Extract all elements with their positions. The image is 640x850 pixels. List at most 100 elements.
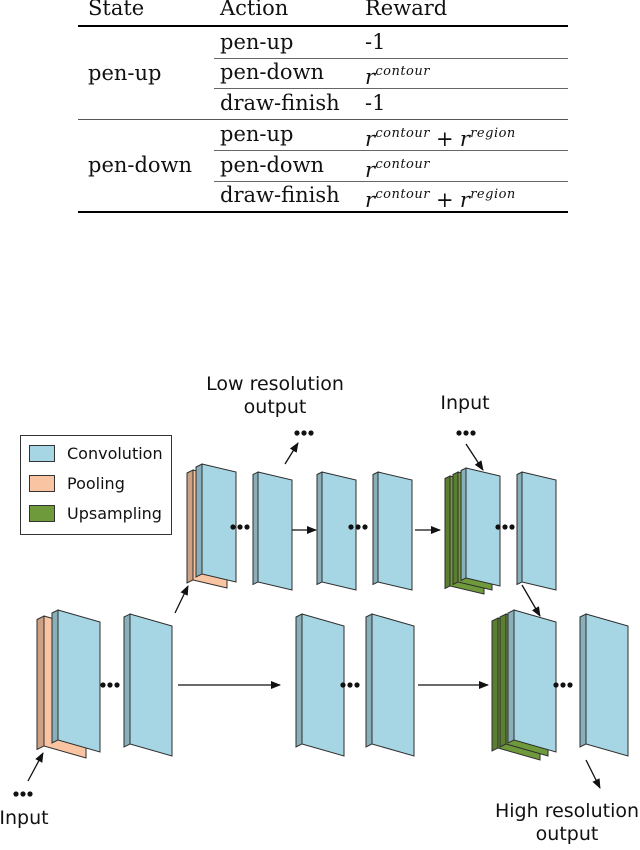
convolution-layer-side — [460, 467, 467, 582]
ellipsis-dot — [347, 682, 353, 688]
pooling-layer-side — [186, 469, 194, 584]
ellipsis-dot — [340, 682, 346, 688]
ellipsis-dot — [354, 682, 360, 688]
legend-label: Convolution — [67, 443, 163, 463]
bottom-rule — [78, 211, 568, 213]
ellipsis-dot — [560, 682, 566, 688]
convolution-layer-side — [123, 613, 131, 748]
convolution-layer — [371, 613, 415, 757]
upsampling-layer-side — [499, 613, 507, 748]
convolution-layer — [521, 471, 557, 591]
convolution-layer — [201, 463, 237, 583]
input-arrow — [465, 443, 484, 471]
convolution-swatch — [29, 444, 55, 462]
legend-label: Pooling — [67, 473, 125, 493]
ellipsis-dot — [27, 791, 33, 797]
low-res-output-label: Low resolution output — [206, 373, 344, 418]
convolution-layer — [585, 613, 629, 757]
upsampling-layer-side — [491, 617, 499, 752]
network-diagram: Low resolution output Input Input High r… — [0, 360, 640, 850]
ellipsis-dot — [553, 682, 559, 688]
header-reward: Reward — [365, 0, 448, 20]
pooling-layer-side — [36, 615, 45, 751]
ellipsis-dot — [567, 682, 573, 688]
ellipsis-dot — [244, 524, 250, 530]
convolution-layer — [129, 613, 173, 757]
ellipsis-dot — [294, 430, 300, 436]
legend: Convolution Pooling Upsampling — [20, 435, 172, 535]
skip-arrow — [174, 585, 189, 614]
header-state: State — [88, 0, 145, 20]
upsampling-swatch — [29, 504, 55, 522]
ellipsis-dot — [230, 524, 236, 530]
input-arrow — [27, 752, 44, 782]
action-cell: pen-down — [220, 60, 325, 84]
action-cell: pen-up — [220, 122, 294, 146]
high-res-output-label: High resolution output — [494, 800, 640, 845]
convolution-layer-side — [252, 471, 259, 586]
upsampling-layer-side — [444, 475, 451, 590]
convolution-layer-side — [316, 471, 323, 586]
legend-item-convolution: Convolution — [29, 443, 163, 463]
convolution-layer-side — [295, 613, 303, 748]
ellipsis-dot — [13, 791, 19, 797]
ellipsis-dot — [348, 524, 354, 530]
convolution-layer — [321, 471, 357, 591]
convolution-layer — [377, 471, 413, 591]
ellipsis-dot — [237, 524, 243, 530]
convolution-layer — [513, 609, 557, 753]
network-diagram-svg — [13, 430, 629, 797]
output-arrow — [284, 442, 299, 465]
convolution-layer — [301, 613, 345, 757]
legend-item-pooling: Pooling — [29, 473, 125, 493]
ellipsis-dot — [362, 524, 368, 530]
ellipsis-dot — [495, 524, 501, 530]
ellipsis-dot — [463, 430, 469, 436]
top-input-label: Input — [440, 392, 490, 414]
reward-cell: rcontour — [365, 157, 430, 182]
ellipsis-dot — [114, 682, 120, 688]
reward-cell: rcontour+rregion — [365, 126, 516, 151]
bottom-input-label: Input — [0, 807, 49, 829]
reward-cell: -1 — [365, 30, 386, 54]
ellipsis-dot — [308, 430, 314, 436]
header-action: Action — [220, 0, 289, 20]
group-rule — [78, 119, 568, 121]
ellipsis-dot — [20, 791, 26, 797]
upsampling-layer-side — [452, 471, 459, 586]
legend-item-upsampling: Upsampling — [29, 503, 162, 523]
convolution-layer-side — [372, 471, 379, 586]
convolution-layer — [257, 471, 293, 591]
ellipsis-dot — [502, 524, 508, 530]
pooling-swatch — [29, 474, 55, 492]
ellipsis-dot — [509, 524, 515, 530]
action-cell: pen-up — [220, 30, 294, 54]
action-cell: pen-down — [220, 153, 325, 177]
reward-cell: -1 — [365, 91, 386, 115]
header-rule — [78, 25, 568, 27]
reward-cell: rcontour — [365, 64, 430, 89]
reward-table: State Action Reward pen-up pen-up -1 pen… — [0, 0, 640, 215]
row-rule — [214, 88, 568, 89]
ellipsis-dot — [355, 524, 361, 530]
convolution-layer-side — [195, 463, 203, 578]
ellipsis-dot — [107, 682, 113, 688]
ellipsis-dot — [470, 430, 476, 436]
convolution-layer — [465, 467, 501, 587]
action-cell: draw-finish — [220, 183, 340, 207]
convolution-layer-side — [579, 613, 587, 748]
ellipsis-dot — [301, 430, 307, 436]
row-rule — [214, 58, 568, 59]
ellipsis-dot — [100, 682, 106, 688]
legend-label: Upsampling — [67, 503, 162, 523]
action-cell: draw-finish — [220, 91, 340, 115]
state-pen-up: pen-up — [88, 61, 162, 85]
ellipsis-dot — [456, 430, 462, 436]
convolution-layer — [57, 609, 101, 753]
output-arrow — [585, 759, 601, 789]
convolution-layer-side — [507, 609, 515, 744]
row-rule — [214, 150, 568, 151]
reward-cell: rcontour+rregion — [365, 187, 516, 212]
convolution-layer-side — [365, 613, 373, 748]
convolution-layer-side — [516, 471, 523, 586]
